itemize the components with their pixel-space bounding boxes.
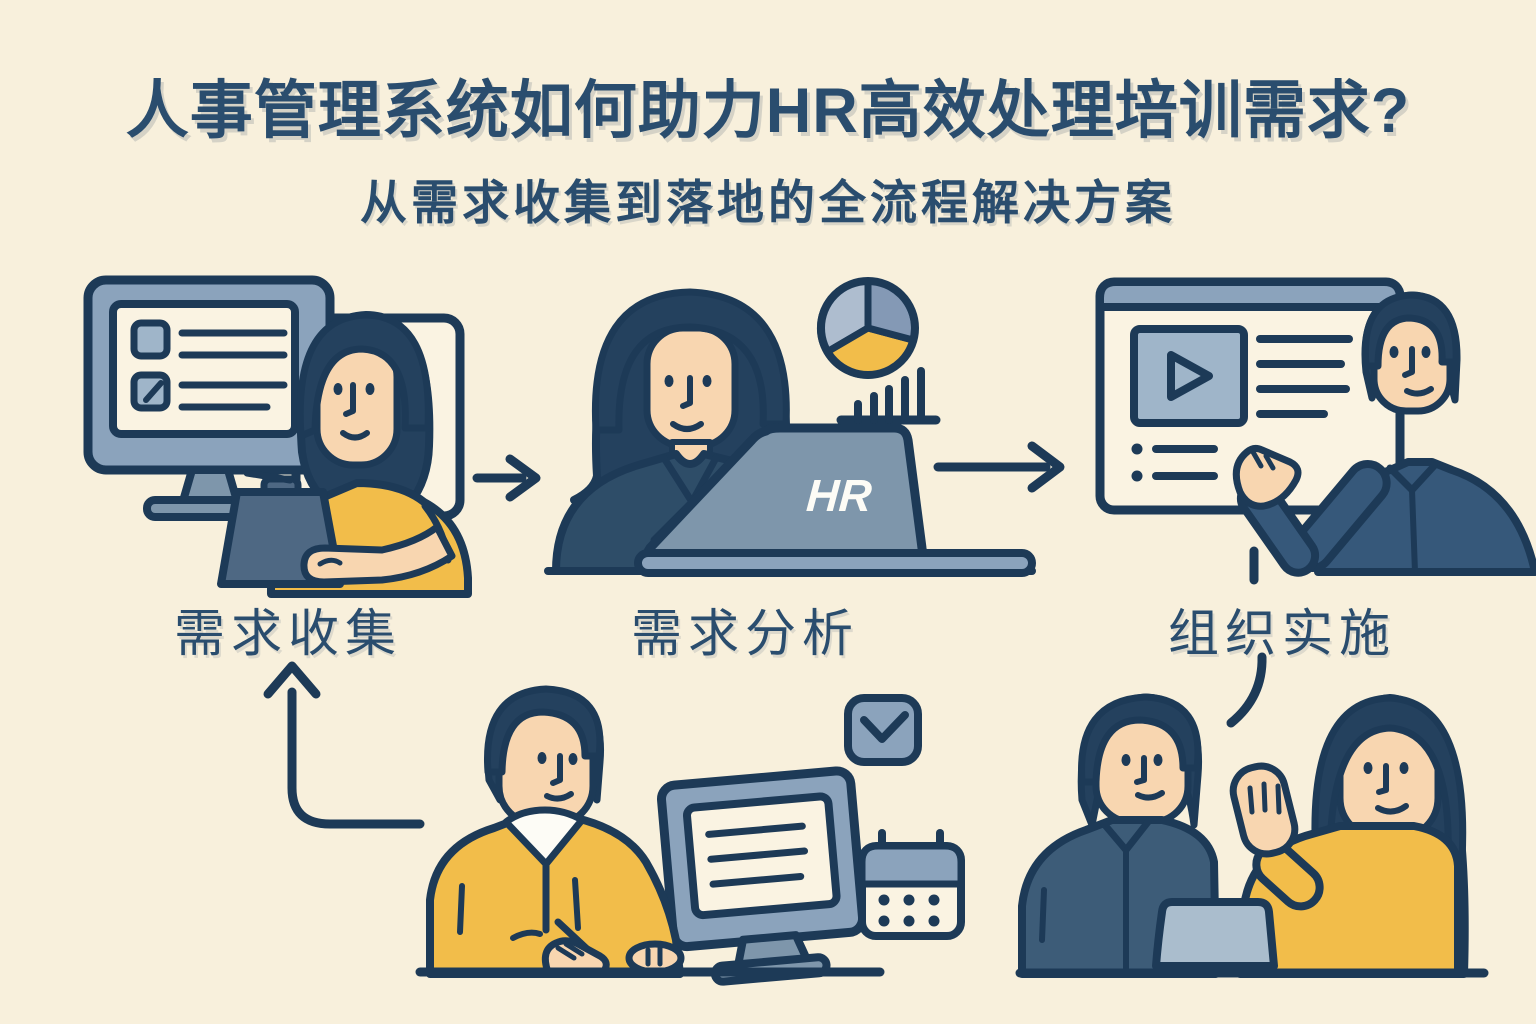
scene-training-session	[1015, 693, 1489, 978]
scene-demand-analysis	[544, 277, 1036, 577]
desktop-monitor-icon	[656, 766, 868, 986]
scene-implementation	[1095, 277, 1536, 728]
calendar-icon	[858, 829, 965, 940]
laptop-icon	[1152, 898, 1278, 970]
scene-demand-collection	[83, 275, 472, 598]
scene-employee-desk	[415, 685, 965, 986]
step-label-collect: 需求收集	[173, 605, 402, 662]
curved-arrow-up-icon	[263, 661, 425, 829]
laptop-hr-badge: HR	[804, 470, 874, 521]
play-icon	[1167, 351, 1213, 401]
arm	[300, 523, 456, 586]
person-collector	[217, 311, 472, 598]
person-employee	[426, 685, 685, 978]
person-attendee-female	[1229, 694, 1469, 978]
checkbox-1	[130, 319, 171, 360]
pen-icon	[243, 469, 294, 484]
pointing-hand	[1232, 444, 1302, 510]
presentation-screen-icon	[1095, 277, 1405, 515]
video-thumbnail	[1130, 325, 1248, 427]
step-label-analyze: 需求分析	[630, 605, 859, 662]
yellow-sweater	[426, 814, 684, 978]
bar-chart-icon	[836, 367, 941, 425]
checkbox-check-icon	[844, 694, 922, 766]
pie-chart-icon	[816, 277, 919, 379]
page-title: 人事管理系统如何助力HR高效处理培训需求?	[125, 76, 1411, 146]
step-label-implement: 组织实施	[1167, 605, 1396, 662]
laptop-icon	[634, 423, 1036, 577]
arrow-right-icon	[472, 454, 541, 502]
page-subtitle: 从需求收集到落地的全流程解决方案	[360, 176, 1176, 229]
person-trainer	[1232, 291, 1536, 577]
dash-connector-icon	[1226, 546, 1267, 728]
window-header	[1096, 278, 1404, 311]
collar	[502, 806, 586, 868]
arrow-right-icon	[933, 441, 1065, 493]
person-attendee-male	[1018, 693, 1220, 978]
